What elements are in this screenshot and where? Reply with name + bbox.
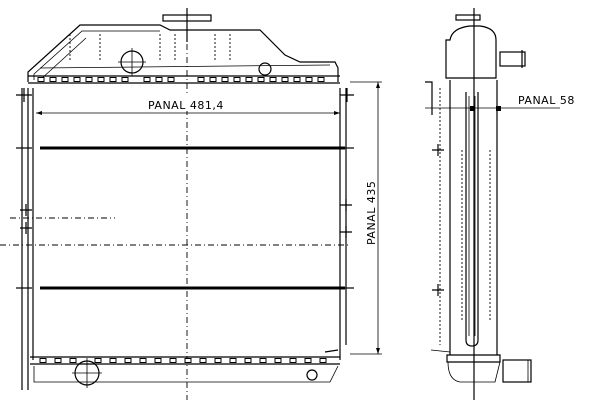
dimension-depth: PANAL 58 xyxy=(425,94,575,111)
drain-plug xyxy=(306,369,318,381)
side-outlet-pipe xyxy=(502,359,532,383)
height-label: PANAL 435 xyxy=(365,181,378,245)
bottom-header-plate xyxy=(21,349,340,390)
width-label: PANAL 481,4 xyxy=(148,99,224,112)
side-inlet-pipe xyxy=(499,51,526,67)
top-tank xyxy=(27,8,339,82)
vent-port xyxy=(258,62,272,76)
radiator-core xyxy=(0,44,354,400)
dimension-height: PANAL 435 xyxy=(350,81,382,355)
side-top-tank xyxy=(445,25,497,79)
dimension-width: PANAL 481,4 xyxy=(36,96,340,115)
top-header-plate xyxy=(28,75,340,84)
side-view: PANAL 58 xyxy=(425,8,575,400)
depth-label: PANAL 58 xyxy=(518,94,575,107)
side-filler-cap xyxy=(455,14,481,21)
front-view: PANAL 481,4 PANAL 435 xyxy=(0,8,382,400)
